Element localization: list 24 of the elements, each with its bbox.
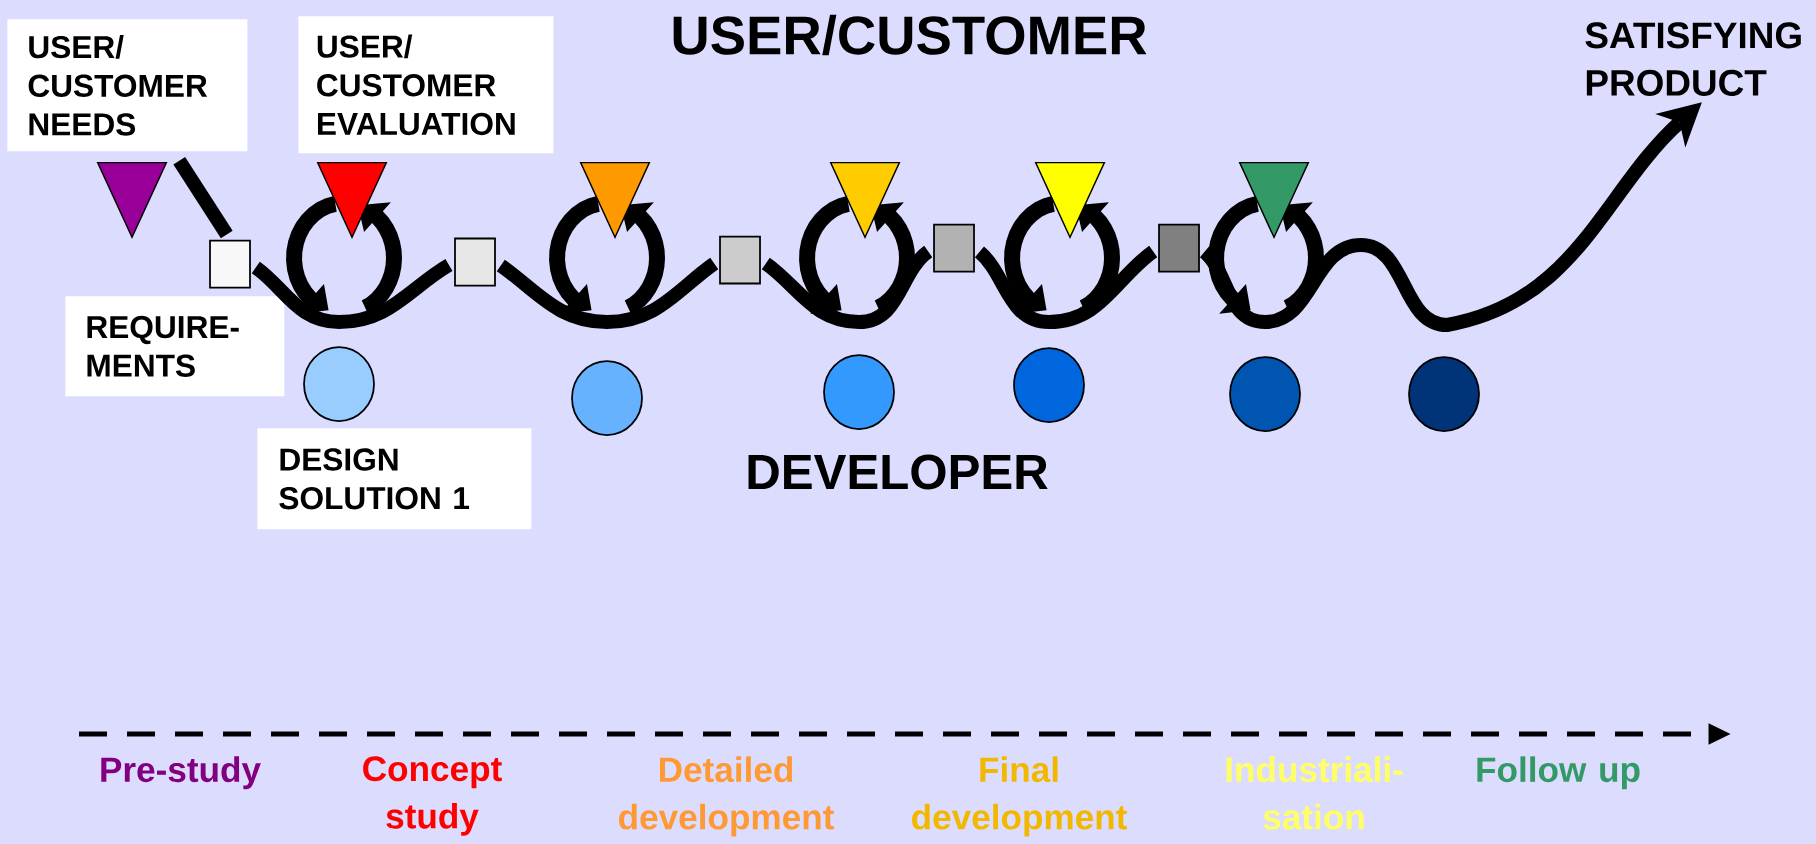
label-box: USER/ CUSTOMER EVALUATION <box>298 16 554 154</box>
phase-label: Detailed development <box>619 756 834 837</box>
square-marker <box>719 235 761 285</box>
square-marker <box>209 239 251 289</box>
heading: DEVELOPER <box>748 454 1048 490</box>
square-marker <box>1158 223 1200 273</box>
label-box: REQUIRE- MENTS <box>65 296 285 397</box>
circle-marker <box>303 346 375 422</box>
circle-marker <box>571 360 643 436</box>
phase-label: Pre-study <box>101 756 261 790</box>
phase-label: Industriali- sation <box>1226 756 1403 830</box>
outcome-text: SATISFYING PRODUCT <box>1585 22 1801 96</box>
phase-label: Follow up <box>1477 756 1640 790</box>
heading: USER/CUSTOMER <box>673 14 1147 56</box>
circle-marker <box>1408 356 1480 432</box>
phase-label: Final development <box>912 756 1127 837</box>
circle-marker <box>1229 356 1301 432</box>
square-marker <box>933 223 975 273</box>
square-marker <box>454 237 496 287</box>
circle-marker <box>823 354 895 430</box>
circle-marker <box>1013 347 1085 423</box>
label-box: USER/ CUSTOMER NEEDS <box>7 19 248 152</box>
phase-label: Concept study <box>363 756 502 836</box>
label-box: DESIGN SOLUTION 1 <box>257 428 532 530</box>
